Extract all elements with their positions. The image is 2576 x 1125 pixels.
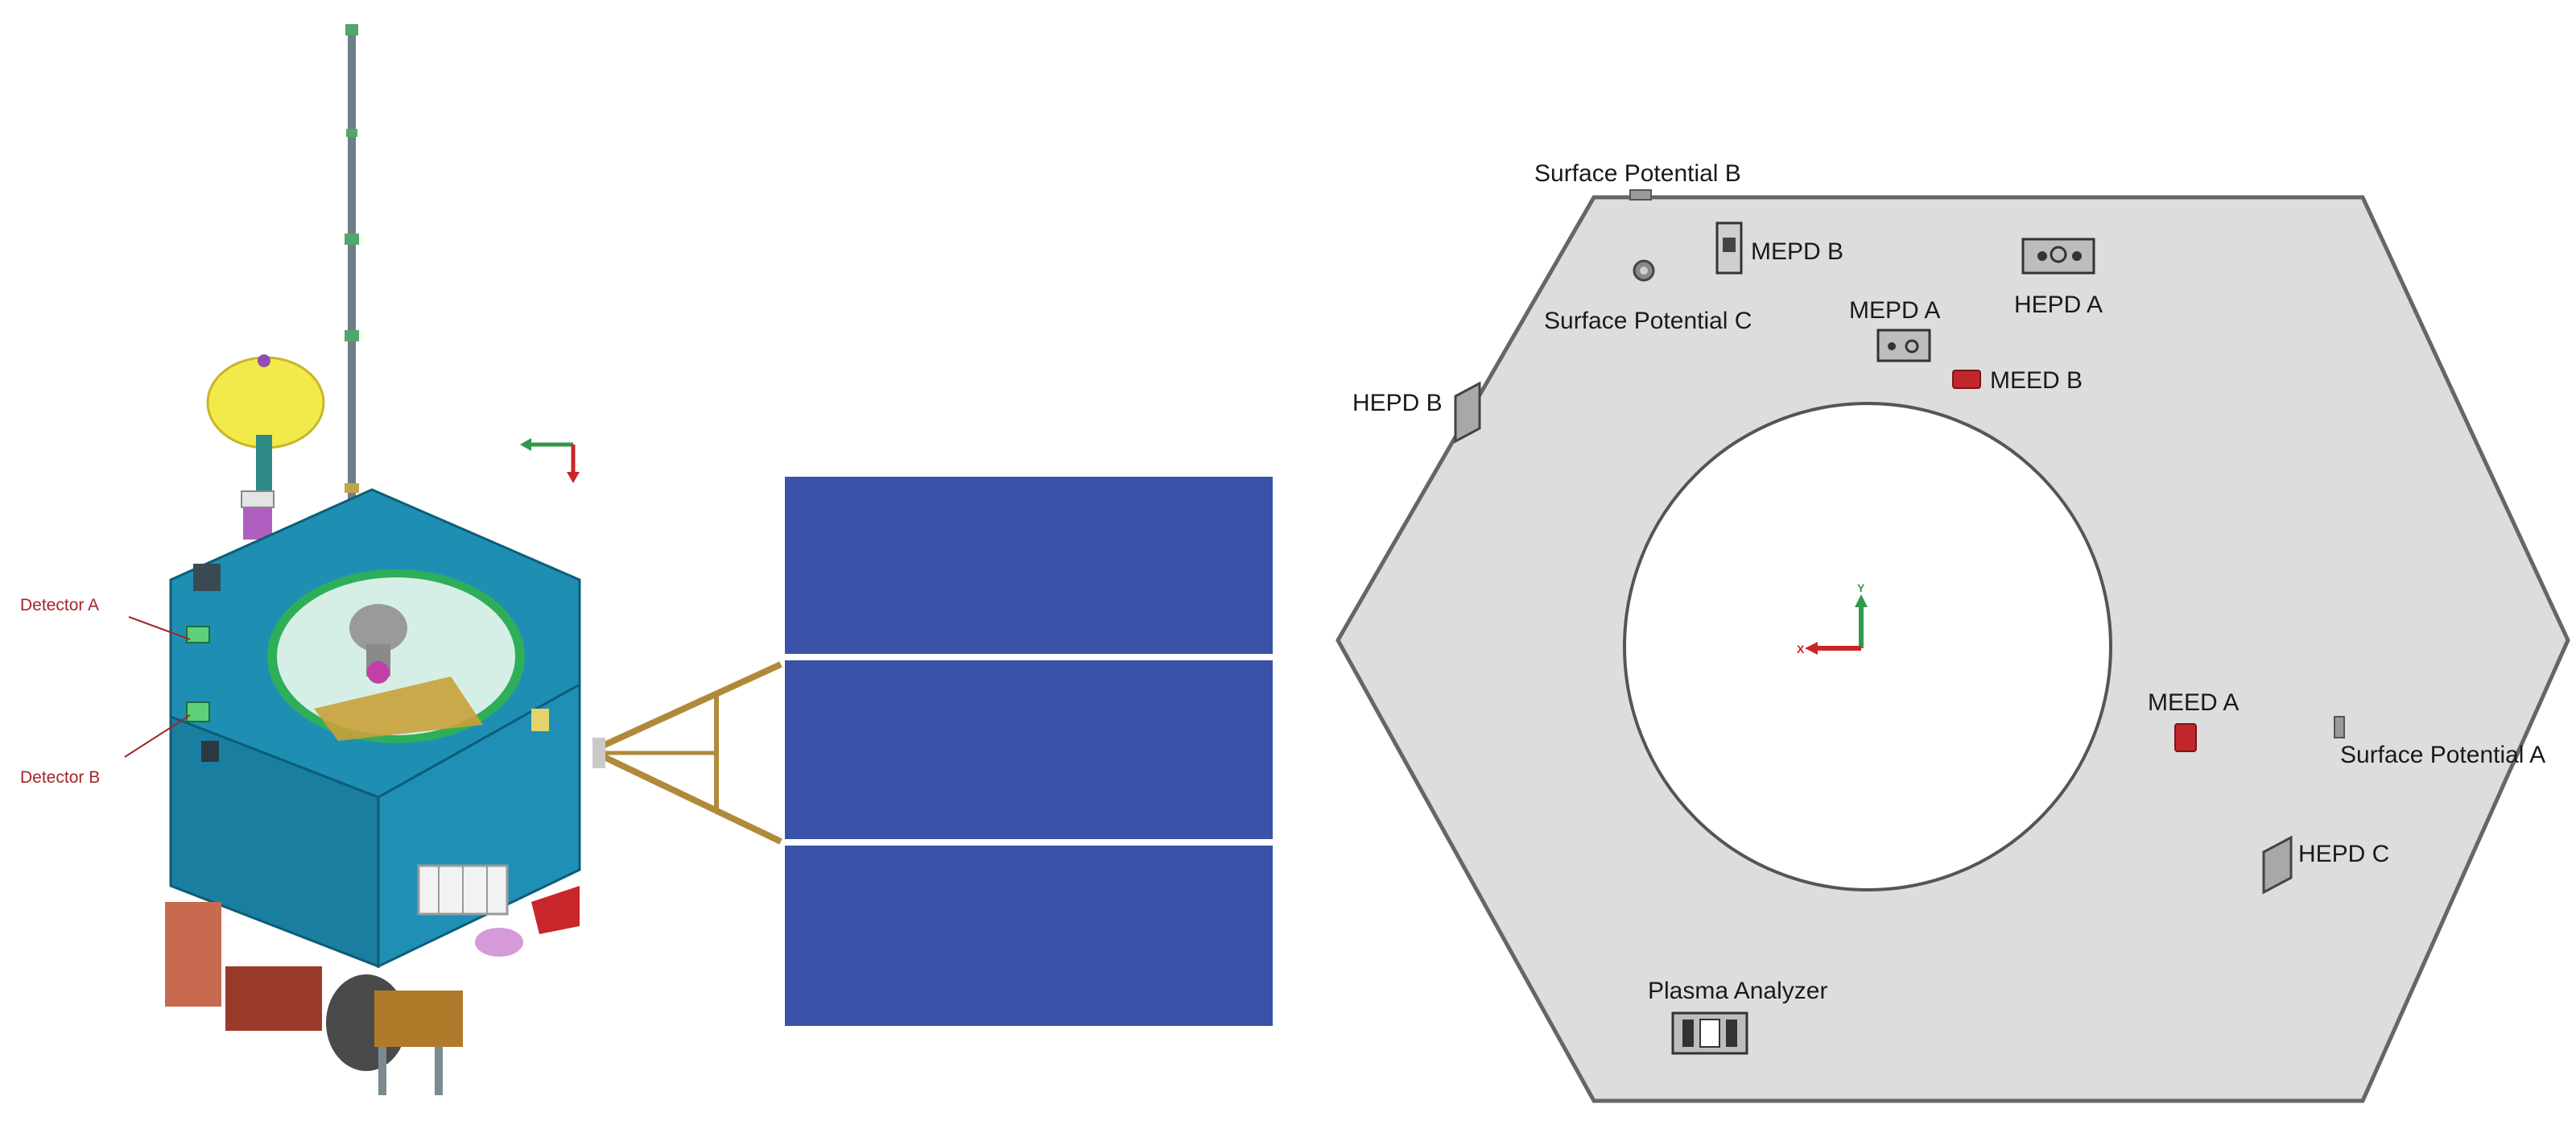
yellow-dish: [206, 354, 325, 540]
antenna-mast: [345, 24, 359, 499]
central-cylinder: [267, 569, 525, 743]
surface-potential-c-sensor: [1633, 259, 1655, 282]
hepd-b-unit: [1454, 381, 1481, 444]
axis-label-x: X: [1797, 643, 1805, 656]
label-hepd-c: HEPD C: [2298, 841, 2389, 867]
surface-potential-b-sensor: [1629, 189, 1652, 201]
mepd-a-unit: [1876, 329, 1931, 362]
hepd-c-unit: [2262, 835, 2293, 895]
orientation-marker-left: [520, 438, 580, 483]
solar-panel: [785, 477, 1273, 1026]
plasma-analyzer-unit: [1671, 1011, 1748, 1055]
detector-b-leader: [124, 714, 191, 758]
label-mepd-a: MEPD A: [1849, 297, 1940, 324]
meed-b-unit: [1952, 370, 1981, 389]
label-mepd-b: MEPD B: [1751, 238, 1843, 265]
axis-marker-center: Y X: [1797, 581, 1868, 656]
label-meed-b: MEED B: [1990, 367, 2083, 394]
axis-label-y: Y: [1857, 581, 1865, 594]
label-detector-a: Detector A: [20, 596, 99, 614]
label-surface-potential-c: Surface Potential C: [1544, 308, 1752, 334]
detector-b-unit: [186, 701, 210, 722]
solar-boom: [592, 661, 782, 845]
surface-potential-a-sensor: [2334, 716, 2345, 738]
label-detector-b: Detector B: [20, 768, 100, 787]
hepd-a-unit: [2021, 238, 2095, 275]
deck-layout-view: Y X: [1335, 160, 2570, 1103]
bottom-structure: [165, 902, 523, 1095]
detector-a-leader: [128, 616, 191, 640]
detector-a-unit: [186, 626, 210, 643]
label-plasma-analyzer: Plasma Analyzer: [1648, 978, 1827, 1004]
label-meed-a: MEED A: [2148, 689, 2239, 716]
side-wall-panels: [417, 864, 580, 934]
label-hepd-a: HEPD A: [2014, 292, 2103, 318]
central-opening: [1623, 402, 2112, 891]
label-surface-potential-a: Surface Potential A: [2340, 742, 2545, 768]
label-hepd-b: HEPD B: [1352, 390, 1443, 416]
satellite-3d-view: Detector A Detector B: [20, 24, 1273, 1095]
mepd-b-unit: [1715, 221, 1743, 275]
label-surface-potential-b: Surface Potential B: [1534, 160, 1741, 187]
meed-a-unit: [2174, 723, 2197, 752]
